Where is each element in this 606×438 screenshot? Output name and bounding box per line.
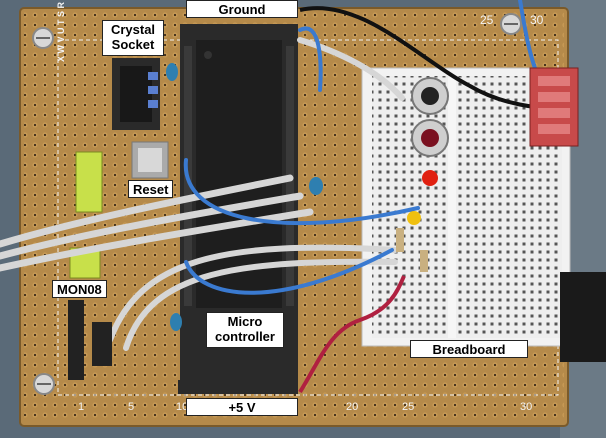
- ground-label: Ground: [186, 0, 298, 18]
- crystal-socket-label: Crystal Socket: [102, 20, 164, 56]
- blue-wires: [183, 0, 542, 295]
- screw-top-right: [500, 13, 522, 35]
- led-red: [422, 170, 438, 186]
- micro-controller-label-line1: Micro: [227, 314, 263, 329]
- reset-label: Reset: [128, 180, 174, 198]
- pcb-number-30-top: 30: [530, 13, 544, 27]
- mon08-label: MON08: [52, 280, 107, 298]
- screw-top-left: [32, 27, 54, 49]
- dip-switch: [529, 67, 579, 147]
- capacitor-1: [166, 63, 178, 81]
- battery-tab: [560, 272, 606, 362]
- pcb-number-1: 1: [78, 401, 84, 413]
- pcb-number-10: 10: [176, 401, 188, 413]
- pcb-number-25: 25: [402, 401, 414, 413]
- pcb-row-letters: X W V U T S R Q P O N M L K J I H G F E …: [56, 0, 66, 62]
- header-pins: [68, 300, 112, 380]
- crystal-socket-label-line2: Socket: [111, 37, 155, 52]
- pcb-number-20: 20: [346, 401, 358, 413]
- pot-2: [411, 119, 449, 157]
- pcb-number-30: 30: [520, 401, 532, 413]
- micro-controller-label-line2: controller: [215, 329, 275, 344]
- led-yellow: [407, 211, 421, 225]
- red-wire: [298, 275, 406, 394]
- micro-controller-label: Micro controller: [206, 312, 284, 348]
- ribbon-cable: [0, 37, 405, 351]
- capacitor-2: [309, 177, 323, 195]
- plus5v-label: +5 V: [186, 398, 298, 416]
- capacitor-3: [170, 313, 182, 331]
- resistors: [396, 228, 428, 272]
- crystal-socket: [112, 58, 160, 130]
- breadboard-label: Breadboard: [410, 340, 528, 358]
- pot-1: [411, 77, 449, 115]
- crystal-socket-label-line1: Crystal: [110, 22, 156, 37]
- pcb-number-25-top: 25: [480, 13, 494, 27]
- screw-bottom-left: [33, 373, 55, 395]
- reset-button-graphic: [131, 141, 169, 179]
- pcb-number-5: 5: [128, 401, 134, 413]
